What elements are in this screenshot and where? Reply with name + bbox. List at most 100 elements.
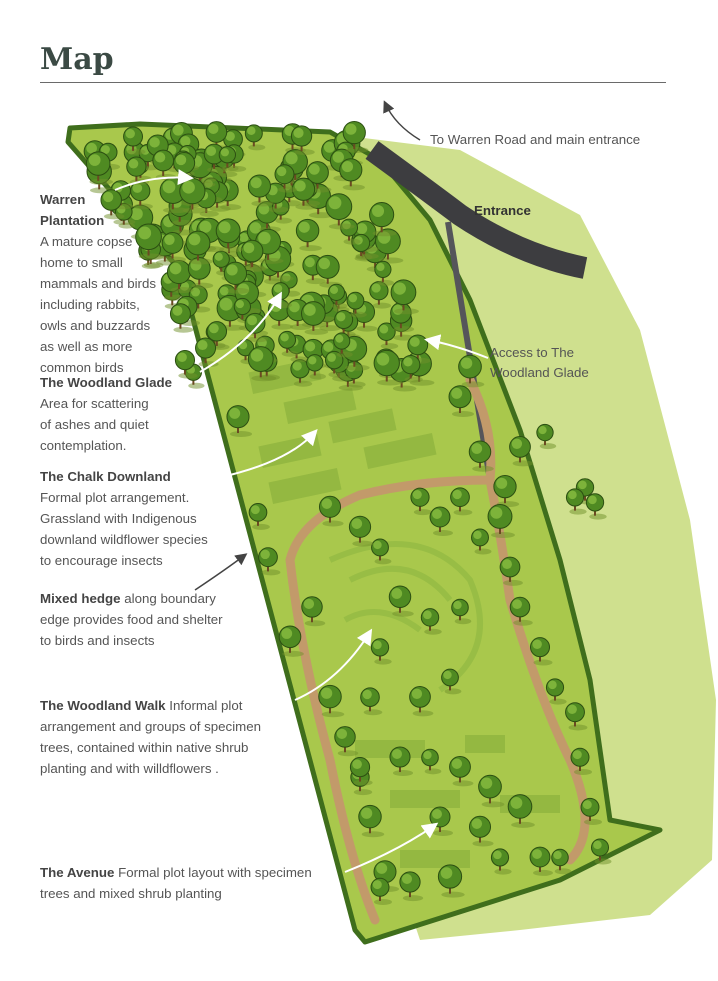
hedge-arrow — [194, 553, 248, 591]
area-desc: edge provides food and shelter — [40, 612, 223, 627]
tree-icon — [499, 556, 523, 586]
tree-icon — [399, 871, 424, 902]
tree-icon — [290, 125, 315, 156]
tree-icon — [161, 232, 186, 263]
access-line: Access to The — [490, 345, 575, 360]
area-desc: downland wildflower species — [40, 532, 208, 547]
arrows — [114, 169, 489, 873]
tree-icon — [389, 746, 414, 777]
area-desc: of ashes and quiet — [40, 417, 149, 432]
tree-icon — [369, 202, 397, 237]
area-title: The Woodland Walk — [40, 698, 166, 713]
tree-icon — [529, 637, 553, 666]
tree-icon — [342, 120, 369, 154]
area-title: The Avenue — [40, 865, 115, 880]
tree-icon — [135, 223, 165, 260]
tree-icon — [195, 337, 219, 368]
tree-icon — [85, 151, 113, 185]
warren-road-callout: To Warren Road and main entrance — [430, 132, 641, 147]
tree-icon — [441, 668, 462, 695]
area-desc: A mature copse — [40, 234, 133, 249]
page-title: Map — [40, 42, 114, 77]
tree-icon — [421, 748, 442, 775]
tree-icon — [274, 164, 297, 193]
tree-icon — [409, 686, 434, 717]
area-desc: mammals and birds — [40, 276, 157, 291]
tree-icon — [123, 126, 146, 155]
tree-icon — [318, 495, 344, 527]
tree-icon — [203, 143, 228, 173]
tree-icon — [301, 301, 329, 335]
area-desc: contemplation. — [40, 438, 127, 453]
area-desc: to encourage insects — [40, 553, 163, 568]
area-desc: trees and mixed shrub planting — [40, 886, 222, 901]
tree-icon — [468, 815, 494, 847]
tree-icon — [437, 864, 465, 898]
area-title: The Woodland Glade — [40, 375, 172, 390]
tree-icon — [529, 846, 553, 876]
area-title: Mixed hedge — [40, 591, 121, 606]
tree-icon — [325, 193, 355, 230]
tree-icon — [240, 239, 266, 272]
tree-icon — [551, 848, 572, 875]
area-desc: Informal plot — [165, 698, 243, 713]
tree-icon — [507, 794, 535, 828]
entrance-label: Entrance — [474, 203, 531, 218]
tree-icon — [247, 346, 277, 382]
warren-road-arrow — [383, 100, 421, 141]
tree-icon — [451, 598, 472, 625]
tree-icon — [185, 230, 213, 265]
tree-icon — [349, 757, 373, 786]
tree-icon — [278, 330, 299, 357]
tree-icon — [509, 596, 533, 626]
area-desc: trees, contained within native shrub — [40, 740, 249, 755]
tree-icon — [580, 797, 602, 825]
tree-icon — [360, 687, 383, 716]
tree-icon — [169, 303, 194, 333]
tree-icon — [306, 354, 326, 380]
area-the-avenue: The Avenue Formal plot layout with speci… — [40, 862, 312, 904]
tree-icon — [290, 359, 313, 387]
area-desc: Formal plot arrangement. — [40, 490, 190, 505]
tree-icon — [390, 279, 419, 315]
tree-icon — [490, 848, 512, 875]
tree-icon — [410, 487, 433, 516]
tree-icon — [244, 312, 268, 343]
road — [365, 141, 588, 279]
tree-icon — [591, 838, 612, 865]
tree-icon — [334, 726, 359, 757]
area-woodland-glade: The Woodland Glade Area for scattering o… — [40, 372, 172, 456]
access-callout: Access to The Woodland Glade — [490, 343, 589, 383]
area-chalk-downland: The Chalk Downland Formal plot arrangeme… — [40, 466, 208, 571]
tree-icon — [278, 625, 304, 657]
tree-icon — [401, 354, 423, 383]
area-mixed-hedge: Mixed hedge along boundary edge provides… — [40, 588, 223, 651]
tree-icon — [449, 755, 474, 787]
tree-icon — [216, 294, 246, 331]
area-desc: Formal plot layout with specimen — [114, 865, 312, 880]
tree-icon — [318, 684, 345, 718]
tree-icon — [223, 261, 250, 294]
tree-icon — [247, 174, 274, 207]
tree-icon — [471, 528, 492, 555]
tree-icon — [255, 228, 284, 264]
trees — [83, 120, 612, 905]
tree-icon — [339, 158, 365, 191]
tree-icon — [420, 608, 442, 635]
tree-icon — [370, 877, 392, 905]
title-divider — [40, 82, 666, 83]
tree-icon — [371, 538, 392, 565]
tree-icon — [248, 503, 270, 530]
tree-icon — [429, 806, 454, 837]
area-desc: to birds and insects — [40, 633, 155, 648]
tree-icon — [429, 506, 453, 536]
tree-icon — [450, 487, 473, 516]
tree-icon — [374, 260, 395, 286]
area-warren-plantation: Warren Plantation A mature copse home to… — [40, 189, 156, 378]
area-desc: Grassland with Indigenous — [40, 511, 197, 526]
tree-icon — [215, 218, 244, 253]
tree-icon — [244, 124, 266, 151]
tree-icon — [369, 281, 392, 309]
tree-icon — [226, 405, 253, 438]
